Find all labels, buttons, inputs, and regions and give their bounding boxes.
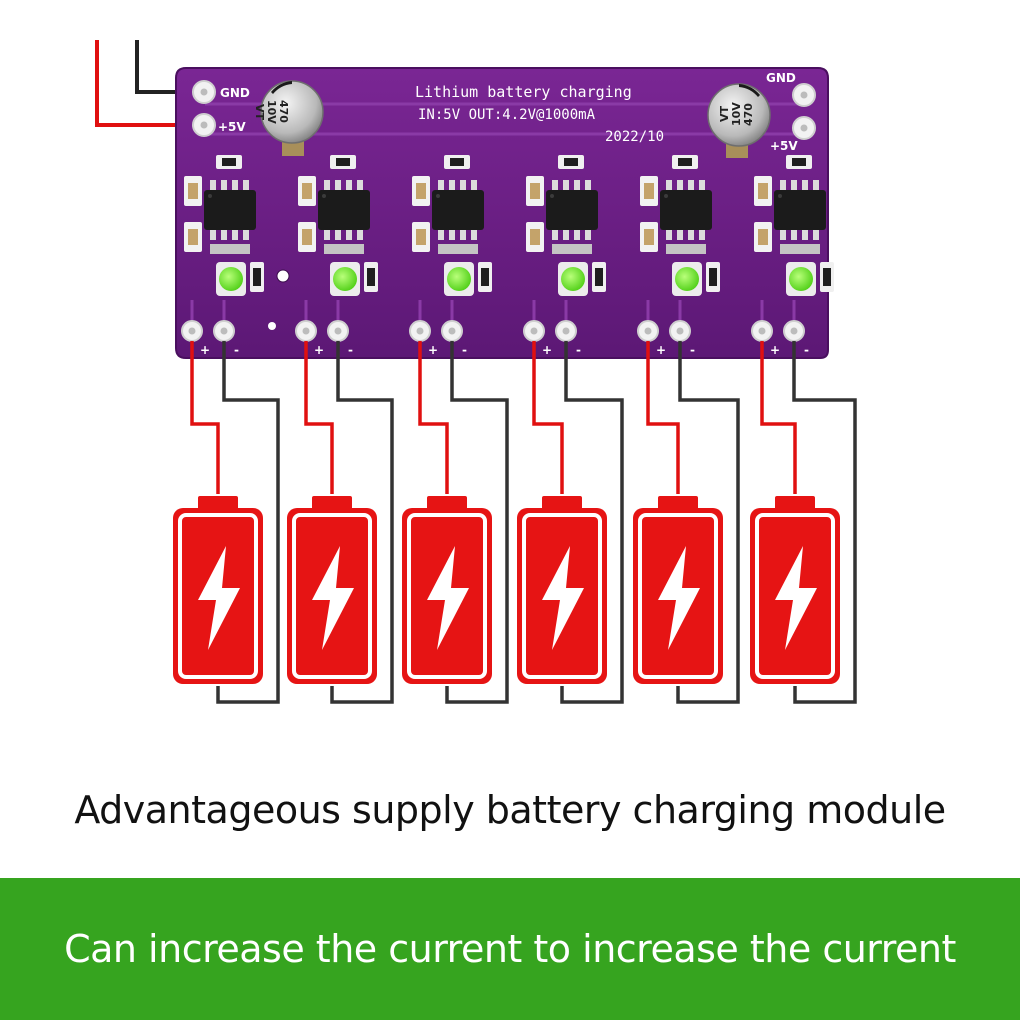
status-led xyxy=(675,267,699,291)
status-led xyxy=(447,267,471,291)
positive-wire xyxy=(760,341,797,498)
battery-outputs xyxy=(173,341,857,704)
positive-wire xyxy=(532,341,564,498)
positive-wire xyxy=(304,341,334,498)
status-led xyxy=(333,267,357,291)
negative-wire xyxy=(445,341,509,704)
negative-wire xyxy=(216,341,280,704)
charging-channels: +-+-+-+-+-+- xyxy=(181,155,834,357)
battery-channel xyxy=(750,341,857,704)
plus-sign: + xyxy=(542,343,552,357)
minus-sign: - xyxy=(348,343,353,357)
negative-wire xyxy=(792,341,857,704)
plus-sign: + xyxy=(656,343,666,357)
charging-channel: +- xyxy=(523,155,606,357)
positive-wire xyxy=(418,341,449,498)
board-spec: IN:5V OUT:4.2V@1000mA xyxy=(418,107,596,123)
battery-channel xyxy=(173,341,280,704)
lightning-bolt-icon xyxy=(658,546,700,650)
plus-sign: + xyxy=(200,343,210,357)
plus-sign: + xyxy=(770,343,780,357)
pcb-board: GND +5V GND +5V Lithium battery charging… xyxy=(175,67,834,359)
charger-ic-chip xyxy=(546,190,598,230)
minus-sign: - xyxy=(234,343,239,357)
lightning-bolt-icon xyxy=(542,546,584,650)
capacitor-right: 470 10V VT xyxy=(707,83,771,158)
5v-label-left: +5V xyxy=(218,120,246,134)
minus-sign: - xyxy=(804,343,809,357)
capacitor-left-value: 470 xyxy=(277,100,290,123)
banner-text: Can increase the current to increase the… xyxy=(64,927,956,971)
plus-sign: + xyxy=(428,343,438,357)
capacitor-right-series: VT xyxy=(718,105,731,122)
minus-sign: - xyxy=(576,343,581,357)
5v-label-right: +5V xyxy=(770,139,798,153)
capacitor-left: 470 10V VT xyxy=(253,80,324,156)
charging-channel: +- xyxy=(751,155,834,357)
charger-ic-chip xyxy=(432,190,484,230)
capacitor-left-voltage: 10V xyxy=(265,100,278,124)
negative-wire xyxy=(560,341,624,704)
capacitor-left-series: VT xyxy=(253,104,266,121)
banner: Can increase the current to increase the… xyxy=(0,878,1020,1020)
charger-ic-chip xyxy=(204,190,256,230)
caption: Advantageous supply battery charging mod… xyxy=(74,788,946,832)
gnd-label-left: GND xyxy=(220,86,250,100)
charging-module-diagram: GND +5V GND +5V Lithium battery charging… xyxy=(95,40,857,704)
status-led xyxy=(219,267,243,291)
board-title: Lithium battery charging xyxy=(415,83,632,101)
battery-channel xyxy=(402,341,509,704)
capacitor-right-value: 470 xyxy=(742,103,755,126)
lightning-bolt-icon xyxy=(427,546,469,650)
charger-ic-chip xyxy=(774,190,826,230)
gnd-label-right: GND xyxy=(766,71,796,85)
charging-channel: +- xyxy=(637,155,720,357)
lightning-bolt-icon xyxy=(775,546,817,650)
battery-channel xyxy=(633,341,740,704)
battery-channel xyxy=(517,341,624,704)
status-led xyxy=(789,267,813,291)
input-wire-positive xyxy=(95,40,195,127)
lightning-bolt-icon xyxy=(312,546,354,650)
positive-wire xyxy=(190,341,220,498)
charger-ic-chip xyxy=(318,190,370,230)
mounting-hole-2 xyxy=(268,322,276,330)
battery-channel xyxy=(287,341,394,704)
negative-wire xyxy=(330,341,394,704)
charging-channel: +- xyxy=(181,155,264,357)
minus-sign: - xyxy=(690,343,695,357)
status-led xyxy=(561,267,585,291)
board-date: 2022/10 xyxy=(605,129,664,145)
negative-wire xyxy=(676,341,740,704)
charger-ic-chip xyxy=(660,190,712,230)
charging-channel: +- xyxy=(409,155,492,357)
capacitor-right-voltage: 10V xyxy=(730,102,743,126)
plus-sign: + xyxy=(314,343,324,357)
charging-channel: +- xyxy=(295,155,378,357)
positive-wire xyxy=(646,341,680,498)
minus-sign: - xyxy=(462,343,467,357)
mounting-hole-1 xyxy=(276,269,290,283)
lightning-bolt-icon xyxy=(198,546,240,650)
